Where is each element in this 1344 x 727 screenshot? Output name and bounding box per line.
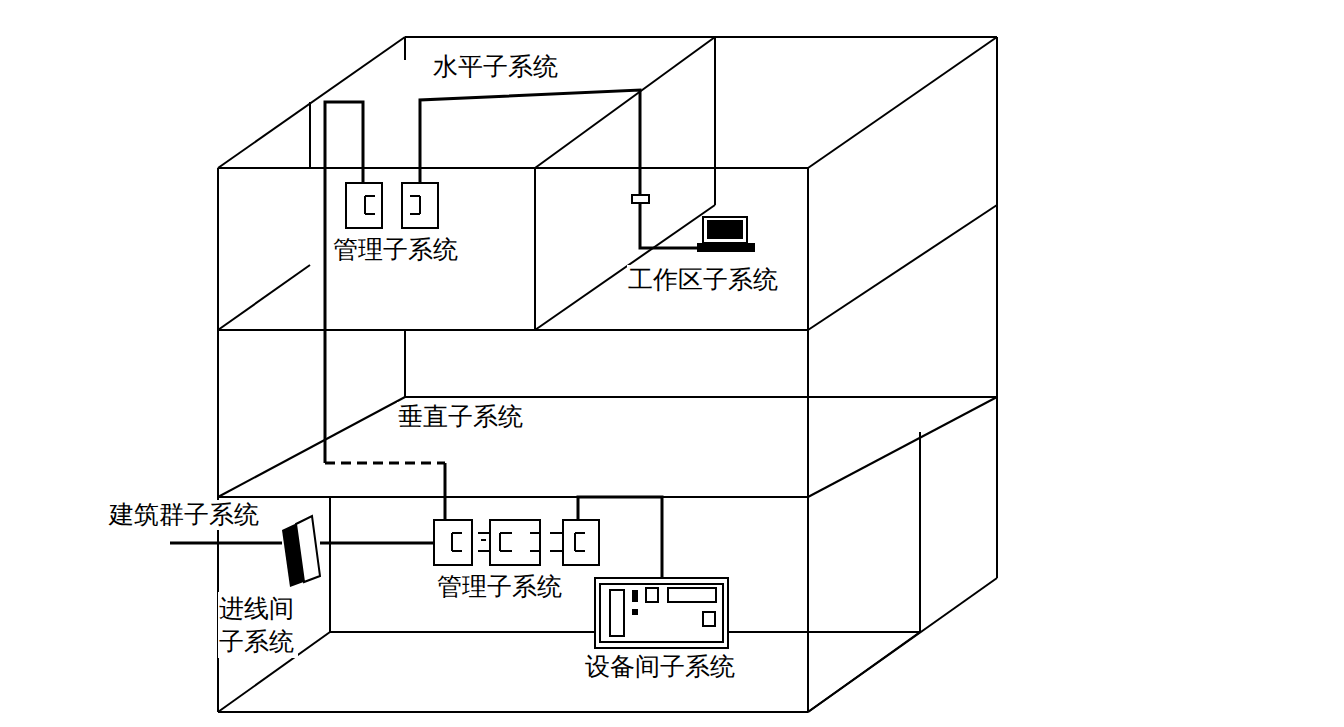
subsystem-label: 设备间子系统	[584, 652, 736, 682]
drawing-stroke	[405, 36, 997, 38]
drawing-stroke	[640, 203, 700, 248]
drawing-stroke	[703, 217, 747, 243]
drawing-stroke	[698, 244, 754, 251]
drawing-stroke	[633, 591, 637, 601]
drawing-stroke	[646, 588, 658, 602]
subsystem-label: 管理子系统	[332, 235, 459, 265]
drawing-stroke	[404, 37, 406, 60]
drawing-stroke	[534, 168, 536, 330]
drawing-stroke	[996, 37, 998, 578]
drawing-stroke	[309, 102, 311, 168]
drawing-stroke	[610, 590, 624, 636]
drawing-stroke	[490, 520, 540, 565]
drawing-stroke	[632, 195, 649, 203]
subsystem-label: 进线间子系统	[218, 592, 298, 658]
drawing-stroke	[808, 632, 920, 712]
equipment-rack	[595, 578, 728, 648]
drawing-stroke	[444, 463, 447, 520]
drawing-stroke	[808, 205, 997, 330]
drawing-stroke	[708, 221, 742, 238]
drawing-stroke	[296, 516, 320, 582]
drawing-stroke	[405, 396, 997, 398]
subsystem-label: 工作区子系统	[627, 265, 779, 295]
drawing-stroke	[808, 37, 997, 168]
drawing-stroke	[600, 584, 723, 642]
drawing-stroke	[218, 397, 405, 497]
drawing-stroke	[170, 542, 282, 545]
drawing-stroke	[420, 90, 640, 195]
drawing-stroke	[703, 612, 715, 626]
building-frame	[218, 37, 997, 712]
drawing-stroke	[919, 432, 921, 632]
drawing-stroke	[325, 102, 363, 463]
subsystem-label: 建筑群子系统	[108, 500, 260, 530]
drawing-stroke	[218, 711, 808, 713]
drawing-stroke	[218, 496, 808, 498]
drawing-stroke	[808, 578, 997, 712]
drawing-stroke	[218, 37, 405, 168]
computer-icon	[698, 217, 754, 251]
entrance-device	[282, 516, 320, 587]
drawing-stroke	[535, 37, 715, 168]
subsystem-label: 水平子系统	[432, 52, 559, 82]
drawing-stroke	[282, 516, 320, 587]
drawing-stroke	[218, 329, 808, 331]
drawing-stroke	[714, 37, 716, 205]
drawing-stroke	[595, 578, 728, 648]
outlet	[632, 195, 649, 203]
subsystem-label: 垂直子系统	[397, 402, 524, 432]
drawing-stroke	[668, 588, 716, 602]
drawing-stroke	[325, 462, 445, 465]
drawing-stroke	[329, 497, 331, 632]
drawing-stroke	[218, 167, 808, 169]
drawing-stroke	[218, 265, 310, 330]
drawing-stroke	[452, 533, 585, 551]
drawing-stroke	[320, 542, 434, 545]
drawing-stroke	[404, 330, 406, 397]
drawing-stroke	[808, 397, 997, 497]
drawing-stroke	[365, 196, 420, 214]
drawing-stroke	[563, 520, 599, 565]
subsystem-label: 管理子系统	[436, 572, 563, 602]
drawing-stroke	[633, 610, 637, 614]
drawing-stroke	[807, 168, 809, 712]
